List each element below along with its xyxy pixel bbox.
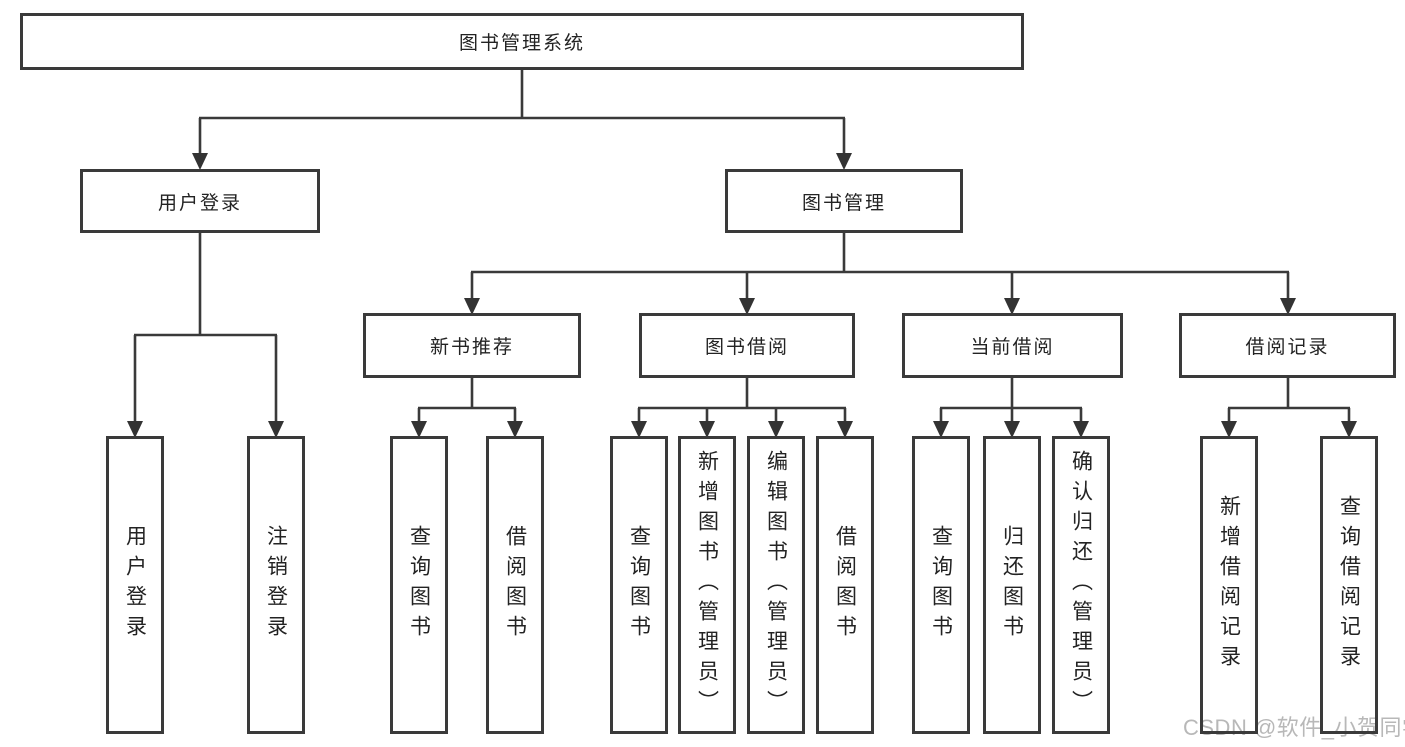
- node-label: 借阅记录: [1245, 337, 1330, 358]
- node-label: 图书管理: [801, 192, 886, 214]
- csdn-watermark: CSDN @软件_小贺同学: [1183, 715, 1405, 740]
- node-label: 图书管理系统: [458, 33, 585, 54]
- leaf-label: 借阅图书: [503, 525, 527, 645]
- node-user-login: 用户登录: [80, 169, 320, 233]
- leaf-borrow-books-newbook: 借阅图书: [486, 436, 544, 734]
- node-label: 用户登录: [157, 192, 242, 214]
- leaf-label: 查询图书: [627, 525, 651, 645]
- node-borrowing-records: 借阅记录: [1179, 313, 1396, 378]
- node-label: 图书借阅: [704, 337, 789, 358]
- leaf-label: 查询图书: [407, 525, 431, 645]
- leaf-query-books-borrow: 查询图书: [610, 436, 668, 734]
- leaf-add-book-admin: 新增图书（管理员）: [678, 436, 736, 734]
- node-book-borrowing: 图书借阅: [639, 313, 855, 378]
- node-book-management: 图书管理: [725, 169, 963, 233]
- leaf-label: 用户登录: [123, 525, 147, 645]
- leaf-label: 查询借阅记录: [1337, 495, 1361, 675]
- node-label: 当前借阅: [970, 337, 1055, 358]
- leaf-label: 借阅图书: [833, 525, 857, 645]
- leaf-query-books-newbook: 查询图书: [390, 436, 448, 734]
- node-new-book-recommendation: 新书推荐: [363, 313, 581, 378]
- leaf-user-login: 用户登录: [106, 436, 164, 734]
- leaf-label: 新增图书（管理员）: [695, 450, 719, 720]
- leaf-label: 编辑图书（管理员）: [764, 450, 788, 720]
- leaf-label: 归还图书: [1000, 525, 1024, 645]
- leaf-confirm-return-admin: 确认归还（管理员）: [1052, 436, 1110, 734]
- leaf-query-books-current: 查询图书: [912, 436, 970, 734]
- leaf-label: 新增借阅记录: [1217, 495, 1241, 675]
- leaf-label: 确认归还（管理员）: [1069, 450, 1093, 720]
- node-library-management-system: 图书管理系统: [20, 13, 1024, 70]
- leaf-return-books: 归还图书: [983, 436, 1041, 734]
- leaf-query-borrow-record: 查询借阅记录: [1320, 436, 1378, 734]
- leaf-label: 查询图书: [929, 525, 953, 645]
- node-label: 新书推荐: [429, 337, 514, 358]
- node-current-borrowing: 当前借阅: [902, 313, 1123, 378]
- leaf-edit-book-admin: 编辑图书（管理员）: [747, 436, 805, 734]
- leaf-logout: 注销登录: [247, 436, 305, 734]
- leaf-add-borrow-record: 新增借阅记录: [1200, 436, 1258, 734]
- leaf-borrow-books-borrow: 借阅图书: [816, 436, 874, 734]
- leaf-label: 注销登录: [264, 525, 288, 645]
